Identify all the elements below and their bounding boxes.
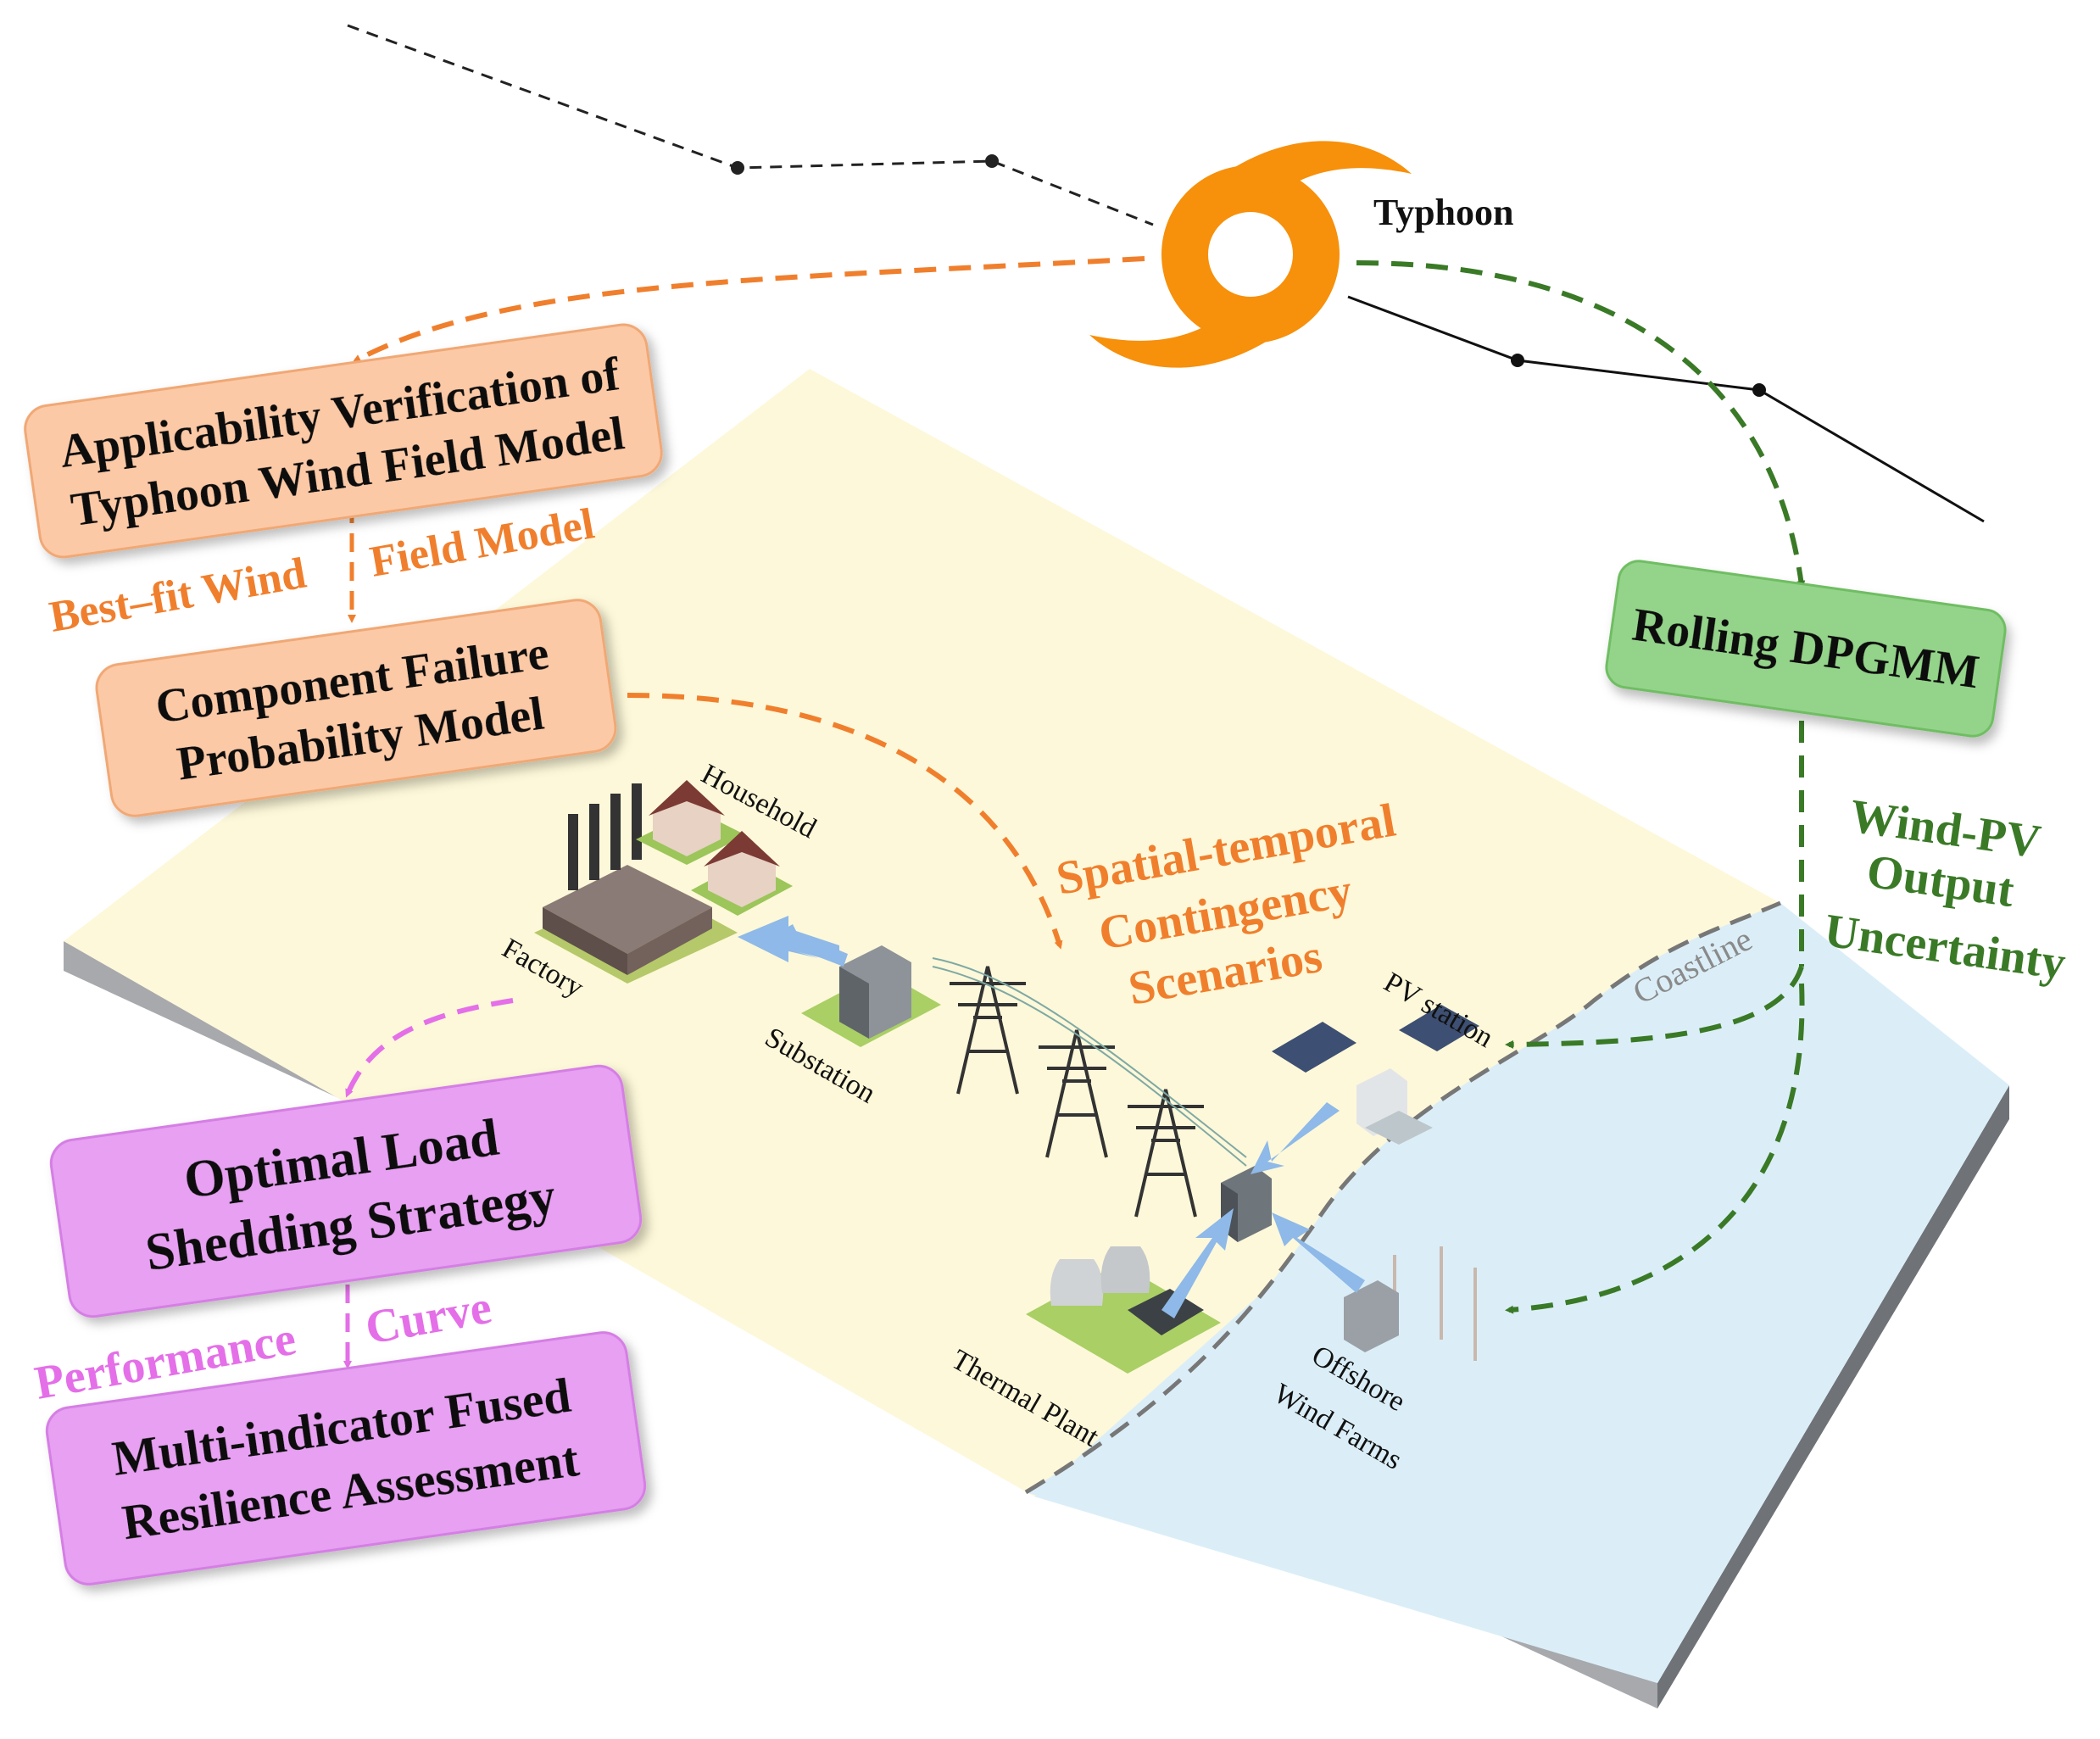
typhoon-icon	[1089, 141, 1412, 368]
substation-icon	[801, 945, 941, 1047]
failure-box: Component Failure Probability Model	[95, 599, 617, 817]
arrow-typhoon-to-rolling	[1356, 260, 1806, 589]
typhoon-label: Typhoon	[1373, 192, 1514, 233]
thermal-plant-icon	[1026, 1246, 1221, 1374]
platform-right-side	[1657, 1085, 2009, 1708]
track-forecast	[1347, 295, 1985, 523]
coastline	[1024, 900, 1781, 1495]
track-point-4	[1752, 383, 1766, 397]
arrow-uncertainty-to-windfarm	[1505, 983, 1805, 1314]
arrow-factory-to-shedding	[345, 998, 514, 1098]
household-icon	[636, 780, 793, 916]
transmission-towers	[932, 957, 1247, 1218]
flow-arrow-thermal-hub	[1161, 1208, 1234, 1318]
performance-label-part2: Curve	[361, 1281, 495, 1355]
arrow-uncertainty-to-pv	[1505, 966, 1804, 1049]
track-point-2	[985, 154, 999, 168]
factory-icon	[534, 783, 738, 984]
arrow-failure-to-contingency	[627, 693, 1063, 950]
typhoon-track	[347, 24, 1985, 523]
sea-area-fill	[1026, 903, 2009, 1683]
offshore-wind-farm-icon	[1344, 1246, 1477, 1361]
power-flow-arrows	[738, 916, 1365, 1318]
rolling-box: Rolling DPGMM	[1605, 560, 2007, 738]
track-past	[347, 24, 1154, 226]
flow-arrow-wind-hub	[1272, 1212, 1365, 1293]
pv-station-icon	[1272, 1005, 1479, 1145]
track-point-3	[1511, 354, 1524, 367]
flow-arrow-pv-hub	[1251, 1102, 1340, 1174]
shedding-box: Optimal Load Shedding Strategy	[49, 1064, 643, 1318]
track-point-1	[731, 161, 744, 175]
flow-arrow-substation-factory	[738, 916, 839, 962]
arrow-typhoon-to-applicability	[352, 256, 1145, 363]
best-fit-label-part1: Best–fit Wind	[46, 549, 309, 642]
